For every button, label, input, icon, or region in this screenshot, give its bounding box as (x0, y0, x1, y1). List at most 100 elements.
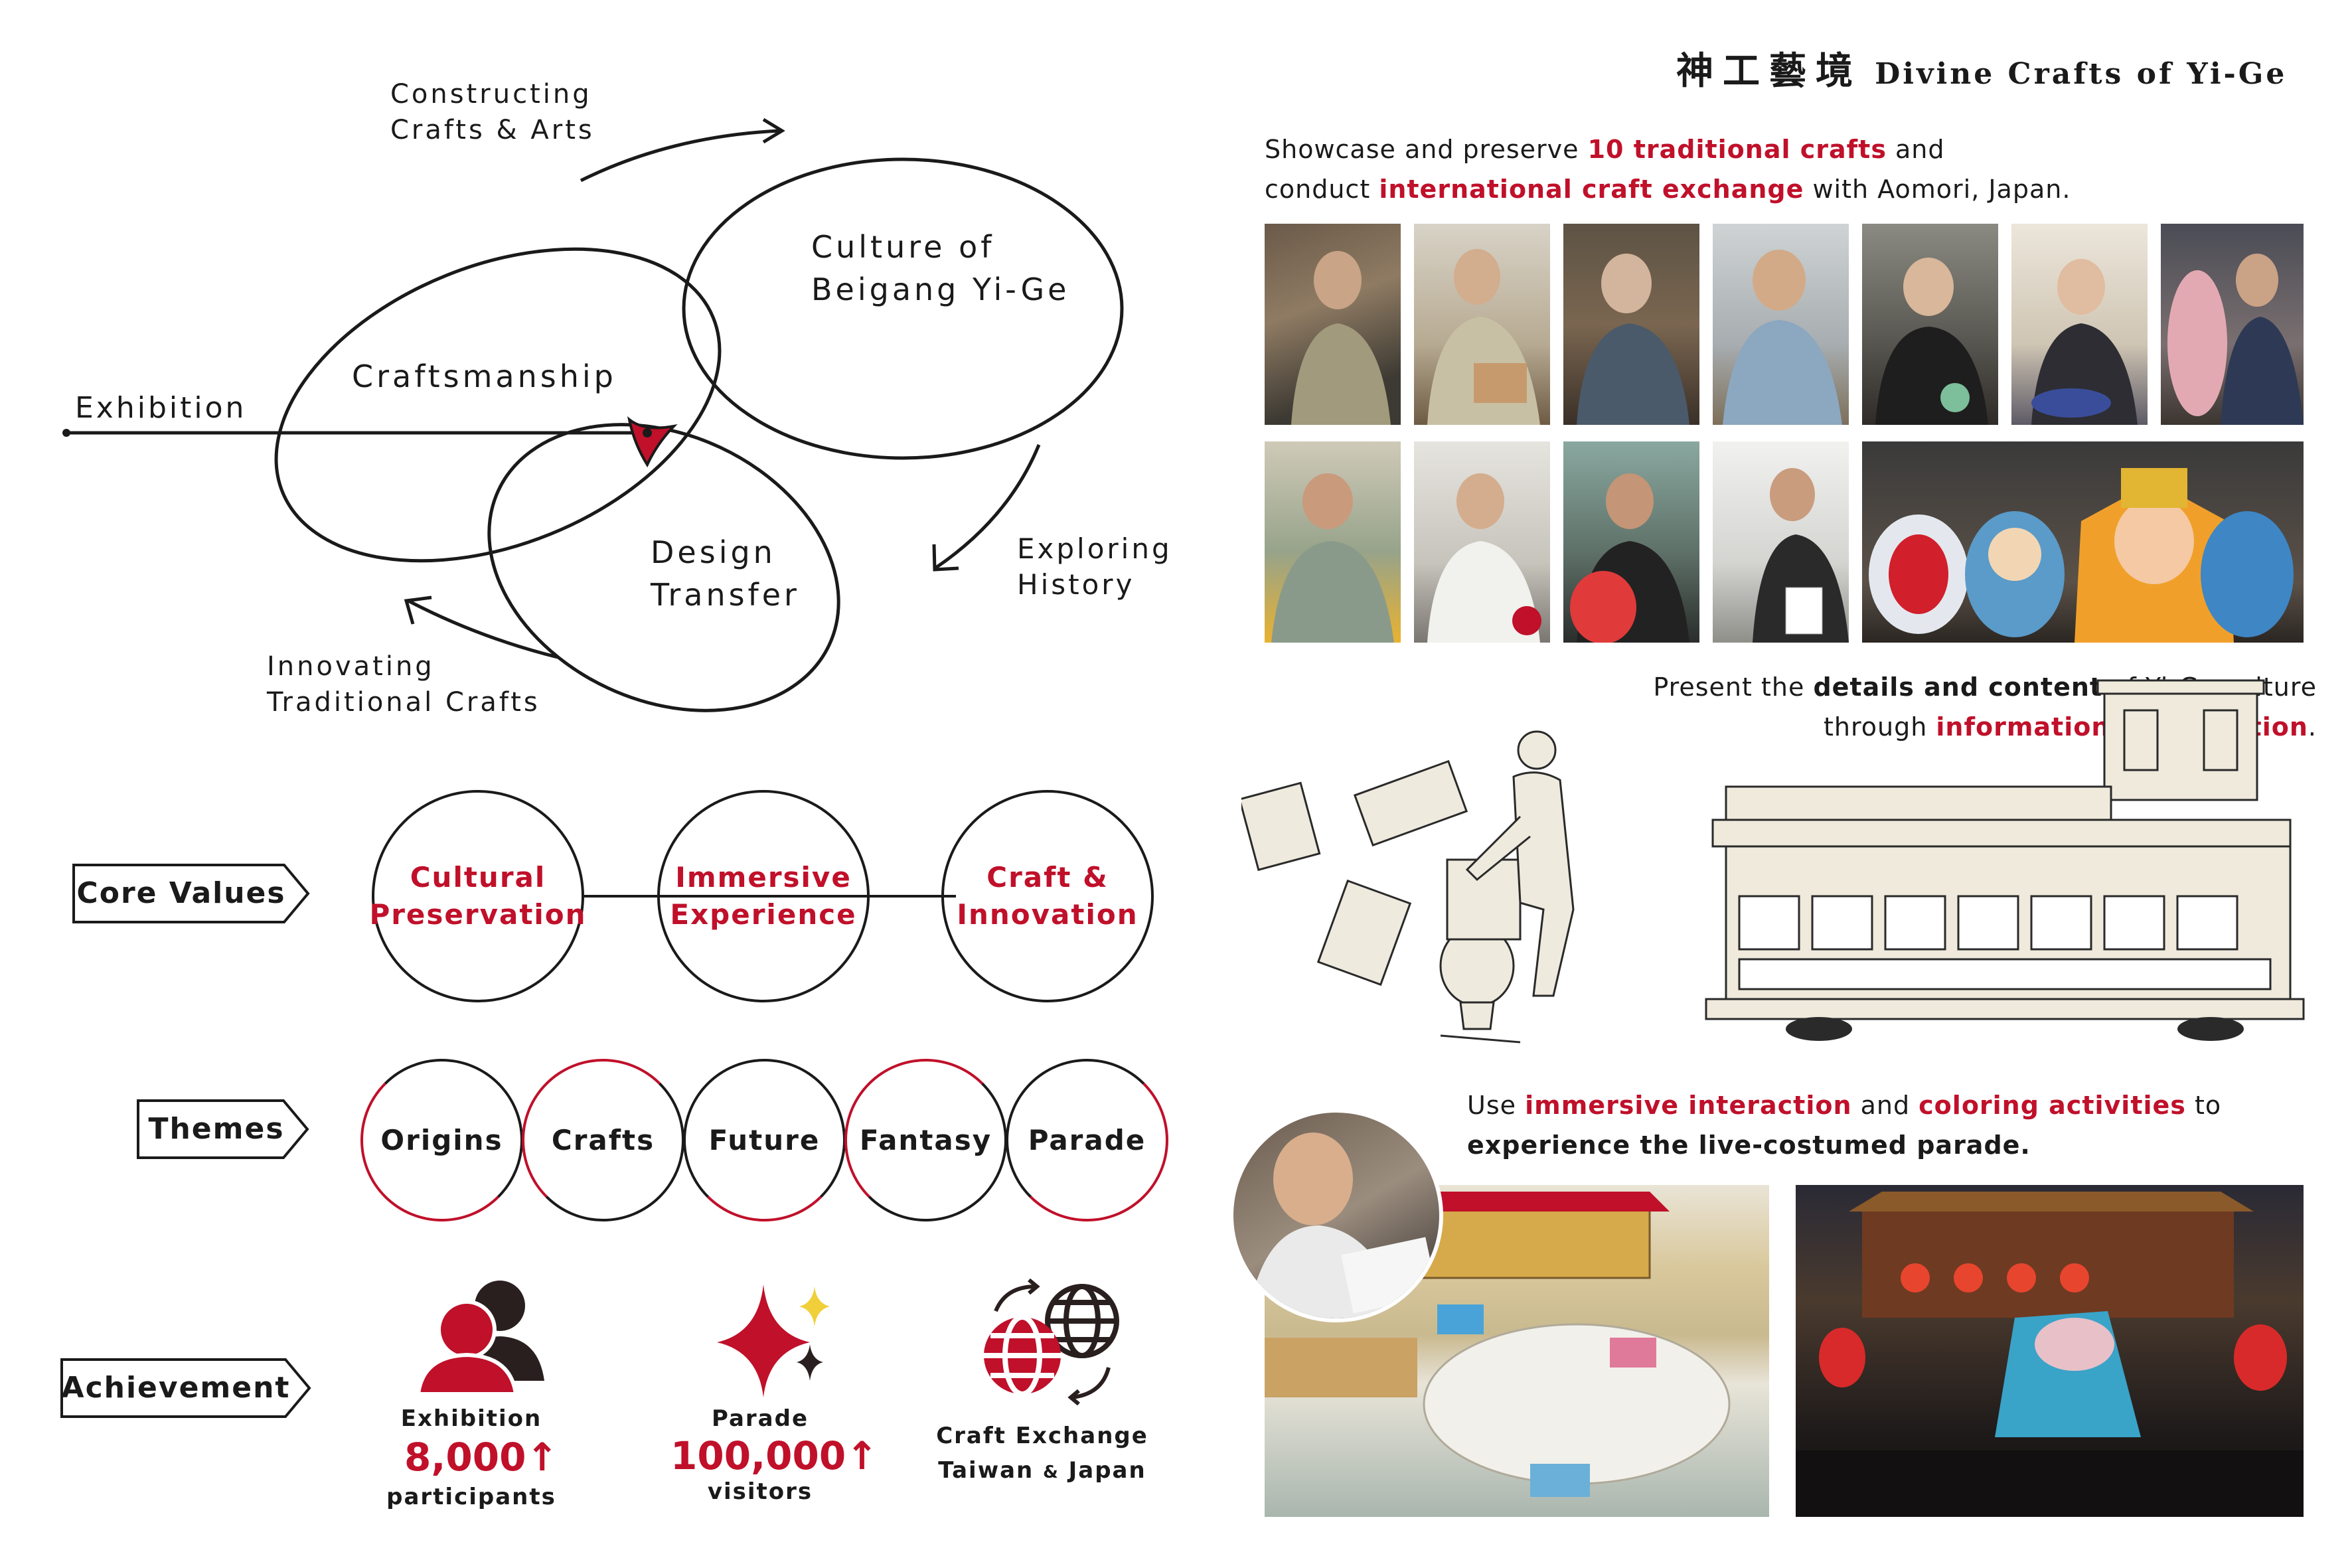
arrow-right (935, 444, 1041, 570)
p3-highlight: coloring activities (1919, 1091, 2186, 1120)
p1-text: conduct (1265, 175, 1379, 204)
p2-text: Present the (1653, 672, 1814, 702)
value-3-line2: Innovation (957, 898, 1138, 931)
header-title: 神工藝境 Divine Crafts of Yi-Ge (1676, 41, 2287, 95)
ellipse-design (487, 423, 840, 712)
label-culture: Culture of Beigang Yi-Ge (811, 226, 1069, 311)
portrait-icon (1427, 473, 1541, 643)
portrait-icon (1875, 258, 1988, 425)
label-exhibition: Exhibition (75, 391, 247, 425)
people-icon (416, 1281, 544, 1394)
achievement-parade-value: 100,000↑ (670, 1433, 878, 1478)
p2-bold: details and content (1813, 672, 2103, 702)
craftsman-photo-1 (1265, 224, 1401, 425)
theme-origins-label: Origins (380, 1123, 503, 1156)
paragraph-interaction: Use immersive interaction and coloring a… (1467, 1085, 2221, 1165)
label-constructing: Constructing Crafts & Arts (390, 76, 595, 148)
paragraph-crafts-line2: conduct international craft exchange wit… (1265, 169, 2071, 209)
value-1-line2: Preservation (369, 898, 587, 931)
achievement-exhibition-unit: participants (386, 1484, 556, 1510)
craftsman-photo-9 (1414, 441, 1550, 643)
craftsman-photo-8 (1265, 441, 1401, 643)
parade-figures-photo (1862, 441, 2304, 643)
design-line2: Transfer (651, 577, 800, 613)
design-line1: Design (651, 534, 776, 570)
themes-label: Themes (148, 1112, 285, 1146)
constructing-line2: Crafts & Arts (390, 115, 595, 145)
parade-map-drawing (1265, 1192, 1731, 1497)
exploring-line1: Exploring (1017, 532, 1172, 565)
culture-line1: Culture of (811, 229, 995, 265)
culture-line2: Beigang Yi-Ge (811, 272, 1070, 307)
achievement-exhibition-value: 8,000↑ (404, 1435, 559, 1480)
themes-tag: Themes (136, 1099, 310, 1160)
value-1-line1: Cultural (410, 861, 546, 894)
craftsman-photo-2 (1414, 224, 1550, 425)
theme-crafts-label: Crafts (551, 1123, 655, 1156)
label-innovating: Innovating Traditional Crafts (267, 649, 540, 720)
tag-shape (72, 864, 310, 923)
palanquin-illustration (1705, 679, 2305, 1041)
portrait-icon (1291, 251, 1391, 425)
intersection-highlight (627, 416, 678, 468)
achievement-tag: Achievement (60, 1358, 312, 1419)
portrait-icon (2167, 254, 2304, 425)
paragraph-interaction-line2: experience the live-costumed parade. (1467, 1125, 2221, 1165)
craftsman-photo-4 (1713, 224, 1849, 425)
p1-text: with Aomori, Japan. (1804, 175, 2071, 204)
paragraph-interaction-line1: Use immersive interaction and coloring a… (1467, 1085, 2221, 1125)
tag-shape (60, 1358, 311, 1418)
value-3-line1: Craft & (986, 861, 1109, 894)
innovating-line2: Traditional Crafts (267, 687, 540, 718)
craftsman-photo-10 (1563, 441, 1699, 643)
achievement-exchange-line1: Craft Exchange (936, 1423, 1148, 1449)
paragraph-crafts-line1: Showcase and preserve 10 traditional cra… (1265, 129, 2071, 169)
portrait-icon (1577, 254, 1689, 425)
achievement-parade-label: Parade (711, 1405, 809, 1432)
arrow-bottom-left (407, 599, 558, 659)
exploring-line2: History (1017, 568, 1135, 601)
parade-figures-icon (1869, 468, 2294, 643)
theme-parade-label: Parade (1028, 1123, 1146, 1156)
achievement-parade-unit: visitors (707, 1478, 813, 1505)
p3-text: to (2185, 1091, 2222, 1120)
achievement-exhibition-label: Exhibition (400, 1405, 542, 1432)
label-design: Design Transfer (651, 531, 800, 616)
title-english: Divine Crafts of Yi-Ge (1875, 57, 2288, 91)
child-drawing-icon (1247, 1133, 1438, 1318)
child-coloring-photo (1229, 1109, 1443, 1322)
craftsman-photo-7 (2161, 224, 2304, 425)
venn-diagram (62, 118, 1124, 712)
achievement-label: Achievement (61, 1371, 291, 1405)
value-2-line2: Experience (670, 898, 857, 931)
p3-text: and (1851, 1091, 1919, 1120)
craftsman-photo-5 (1862, 224, 1998, 425)
theme-parade: Parade (1006, 1059, 1168, 1221)
label-exploring: Exploring History (1017, 531, 1172, 603)
p2-text: . (2308, 712, 2317, 742)
label-craftsmanship: Craftsmanship (352, 358, 617, 394)
achievement-exchange-line2: Taiwan & Japan (929, 1454, 1155, 1489)
theme-future-label: Future (708, 1123, 821, 1156)
p3-text: Use (1467, 1091, 1526, 1120)
p3-bold: experience the live-costumed parade. (1467, 1131, 2031, 1160)
p1-highlight: international craft exchange (1379, 175, 1804, 204)
portrait-icon (1723, 250, 1842, 425)
ellipse-craftsmanship (274, 247, 722, 563)
portrait-icon (1570, 473, 1689, 643)
exchange-taiwan: Taiwan (938, 1457, 1034, 1484)
arrow-top (580, 129, 781, 183)
exchange-amp: & (1043, 1462, 1059, 1482)
craftsman-photo-6 (2011, 224, 2148, 425)
night-parade-photo (1796, 1185, 2304, 1517)
globe-exchange-icon (984, 1278, 1119, 1406)
theme-crafts: Crafts (522, 1059, 684, 1221)
core-values-label: Core Values (76, 876, 286, 910)
theme-origins: Origins (360, 1059, 523, 1221)
portrait-icon (1271, 473, 1394, 643)
constructing-line1: Constructing (390, 79, 592, 110)
sparkle-icon (717, 1285, 830, 1397)
p1-highlight: 10 traditional crafts (1587, 135, 1887, 164)
tag-shape (137, 1099, 309, 1159)
